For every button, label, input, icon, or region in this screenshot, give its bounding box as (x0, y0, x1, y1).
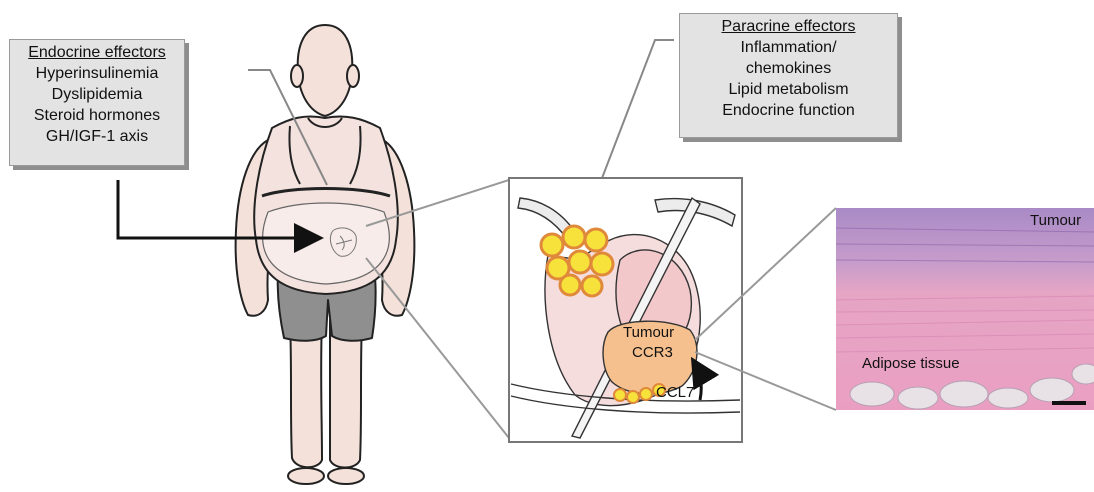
endocrine-item: GH/IGF-1 axis (10, 126, 184, 147)
figure-ear-left (291, 65, 303, 87)
endocrine-effectors-box: Endocrine effectors Hyperinsulinemia Dys… (9, 39, 185, 166)
histology-panel (836, 208, 1094, 410)
anatomy-inset (509, 178, 742, 442)
endocrine-item: Dyslipidemia (10, 84, 184, 105)
inset-ccl7-label: CCL7 (656, 384, 694, 401)
histology-tumour-label: Tumour (1030, 212, 1081, 229)
figure-ear-right (347, 65, 359, 87)
inset-ccr3-label: CCR3 (632, 344, 673, 361)
paracrine-title: Paracrine effectors (680, 16, 897, 37)
zoom-line-bottom (366, 258, 509, 438)
figure-foot-right (328, 468, 364, 484)
figure-head (298, 25, 353, 116)
inset-tumour-label: Tumour (623, 324, 674, 341)
paracrine-item: Endocrine function (680, 100, 897, 121)
endocrine-item: Steroid hormones (10, 105, 184, 126)
paracrine-effectors-box: Paracrine effectors Inflammation/ chemok… (679, 13, 898, 138)
histology-scale-bar (1052, 401, 1086, 405)
endocrine-item: Hyperinsulinemia (10, 63, 184, 84)
histology-adipose-label: Adipose tissue (862, 355, 960, 372)
paracrine-item: chemokines (680, 58, 897, 79)
endocrine-title: Endocrine effectors (10, 42, 184, 63)
figure-belly (263, 203, 390, 284)
human-figure (236, 25, 415, 484)
paracrine-item: Lipid metabolism (680, 79, 897, 100)
figure-foot-left (288, 468, 324, 484)
figure-leg-left (290, 320, 322, 467)
paracrine-item: Inflammation/ (680, 37, 897, 58)
figure-leg-right (330, 320, 362, 468)
